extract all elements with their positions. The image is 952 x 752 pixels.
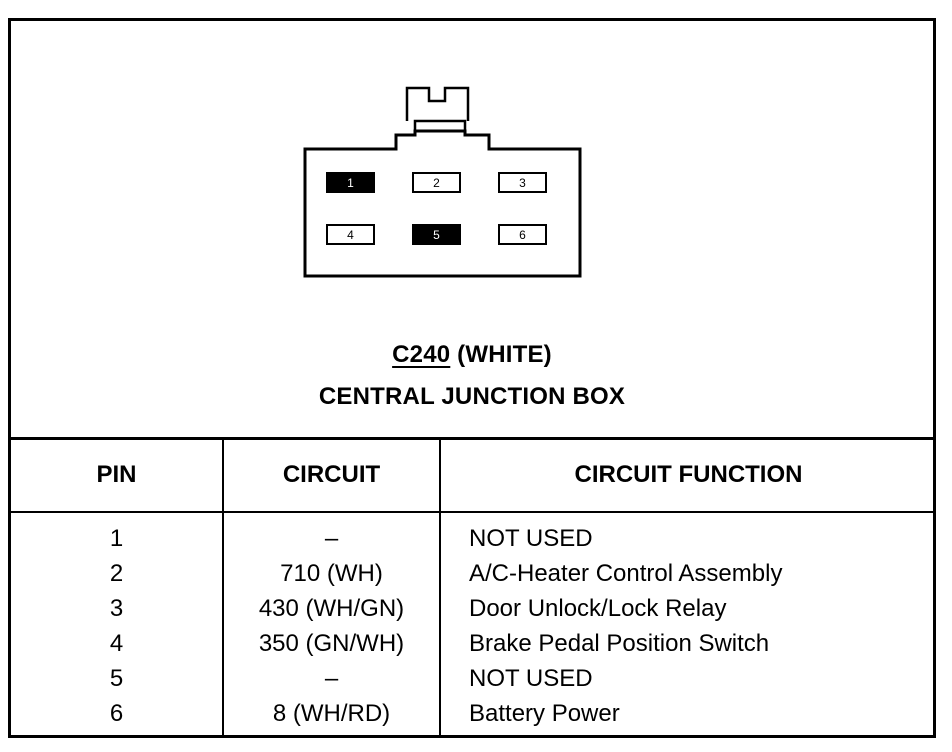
circuit-function: Battery Power xyxy=(469,700,620,727)
circuit-number: – xyxy=(324,525,339,552)
table-row: 3 430 (WH/GN) Door Unlock/Lock Relay xyxy=(11,595,933,630)
cavity-1 xyxy=(326,172,375,193)
connector-id: C240 xyxy=(392,341,451,368)
pin-number: 1 xyxy=(109,525,124,552)
cavity-3 xyxy=(498,172,547,193)
circuit-function: NOT USED xyxy=(469,665,593,692)
header-circuit-function: CIRCUIT FUNCTION xyxy=(574,461,803,488)
circuit-function: Brake Pedal Position Switch xyxy=(469,630,770,657)
circuit-function: A/C-Heater Control Assembly xyxy=(469,560,783,587)
cavity-4 xyxy=(326,224,375,245)
connector-color: (WHITE) xyxy=(457,341,552,368)
table-row: 2 710 (WH) A/C-Heater Control Assembly xyxy=(11,560,933,595)
table-row: 5 – NOT USED xyxy=(11,665,933,700)
connector-location: CENTRAL JUNCTION BOX xyxy=(318,383,626,410)
circuit-number: 430 (WH/GN) xyxy=(258,595,405,622)
circuit-number: 8 (WH/RD) xyxy=(272,700,391,727)
connector-face-drawing: 1 2 3 4 5 6 xyxy=(303,86,582,278)
cavity-label: 6 xyxy=(519,228,526,242)
cavity-5 xyxy=(412,224,461,245)
table-row: 4 350 (GN/WH) Brake Pedal Position Switc… xyxy=(11,630,933,665)
cavity-label: 2 xyxy=(433,176,440,190)
pinout-table-body: 1 – NOT USED 2 710 (WH) A/C-Heater Contr… xyxy=(11,525,933,735)
pin-number: 6 xyxy=(109,700,124,727)
table-top-rule xyxy=(11,437,933,440)
circuit-number: 350 (GN/WH) xyxy=(258,630,405,657)
cavity-label: 1 xyxy=(347,176,354,190)
cavity-label: 4 xyxy=(347,228,354,242)
column-divider-circuit xyxy=(439,437,441,735)
pin-number: 3 xyxy=(109,595,124,622)
connector-title: C240 (WHITE) xyxy=(11,341,933,369)
circuit-number: 710 (WH) xyxy=(280,560,383,587)
pin-number: 2 xyxy=(109,560,124,587)
cavity-label: 5 xyxy=(433,228,440,242)
pin-number: 4 xyxy=(109,630,124,657)
circuit-function: Door Unlock/Lock Relay xyxy=(469,595,727,622)
header-pin: PIN xyxy=(96,461,137,488)
cavity-2 xyxy=(412,172,461,193)
column-divider-pin xyxy=(222,437,224,735)
circuit-function: NOT USED xyxy=(469,525,593,552)
table-row: 6 8 (WH/RD) Battery Power xyxy=(11,700,933,735)
connector-body xyxy=(303,129,582,278)
circuit-number: – xyxy=(324,665,339,692)
table-row: 1 – NOT USED xyxy=(11,525,933,560)
header-circuit: CIRCUIT xyxy=(282,461,381,488)
connector-diagram-frame: 1 2 3 4 5 6 C240 (WHITE) CENTRAL JUNCTION BOX… xyxy=(8,18,936,738)
table-header-rule xyxy=(11,511,933,513)
connector-lock-tab xyxy=(405,86,470,121)
pin-number: 5 xyxy=(109,665,124,692)
cavity-6 xyxy=(498,224,547,245)
cavity-label: 3 xyxy=(519,176,526,190)
